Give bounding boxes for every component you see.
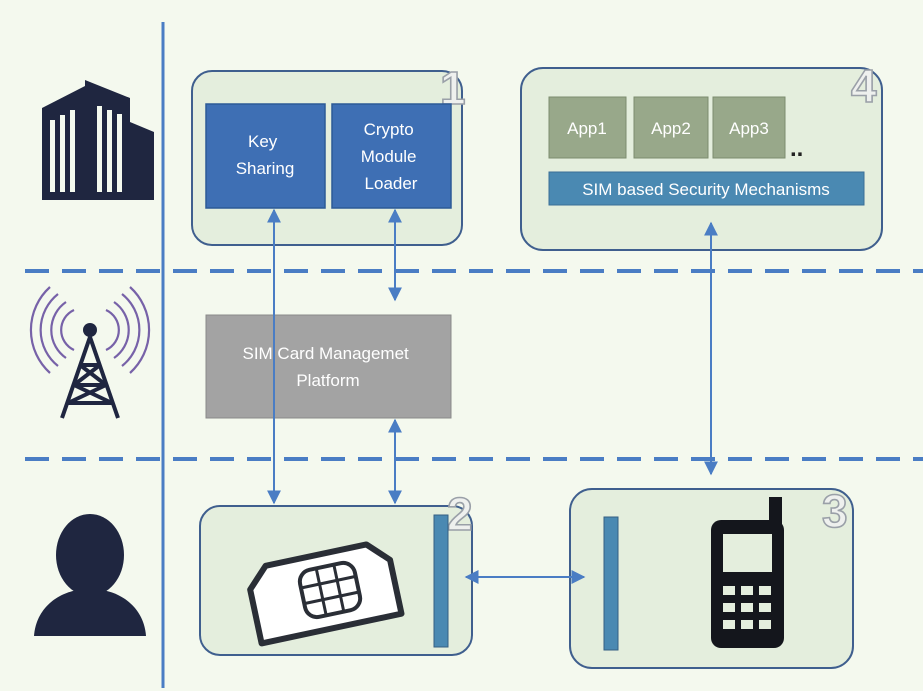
- crypto-loader-line-2: Module: [361, 147, 417, 166]
- platform-line-2: Platform: [296, 371, 359, 390]
- app-box-1: [548, 96, 627, 159]
- platform-line-1: SIM Card Managemet: [242, 344, 409, 363]
- security-mechanisms-bar: [548, 171, 865, 206]
- panel-3-number: 3: [822, 485, 848, 537]
- security-mechanisms-label: SIM based Security Mechanisms: [582, 180, 830, 199]
- svg-text:Crypto Module Loader: Crypto Module Loader: [361, 120, 422, 193]
- phone-interface-bar: [603, 516, 619, 651]
- mobile-phone-icon: [711, 497, 784, 648]
- panel-1-number: 1: [440, 62, 466, 114]
- person-silhouette-icon: [34, 514, 146, 636]
- app-box-3: [712, 96, 786, 159]
- panel-4-number: 4: [851, 60, 877, 112]
- key-sharing-box: [205, 103, 326, 209]
- app-label-2: App2: [651, 119, 691, 138]
- app-label-3: App3: [729, 119, 769, 138]
- key-sharing-line-2: Sharing: [236, 159, 295, 178]
- svg-text:Key Sharing: Key Sharing: [236, 132, 295, 178]
- app-box-2: [633, 96, 709, 159]
- key-sharing-line-1: Key: [248, 132, 278, 151]
- more-apps-ellipsis: ..: [790, 135, 803, 162]
- sim-card-icon: [247, 541, 405, 647]
- crypto-loader-line-3: Loader: [365, 174, 418, 193]
- svg-text:SIM Card Managemet Platfor: SIM Card Managemet Platform: [242, 344, 413, 390]
- crypto-module-loader-box: [331, 103, 452, 209]
- sim-card-management-platform-box: [205, 314, 452, 419]
- sim-interface-bar: [433, 514, 449, 648]
- app-label-1: App1: [567, 119, 607, 138]
- panel-2-number: 2: [447, 488, 473, 540]
- crypto-loader-line-1: Crypto: [364, 120, 414, 139]
- building-icon: [42, 80, 154, 200]
- panel-4: [520, 67, 883, 251]
- antenna-tower-icon: [29, 286, 151, 419]
